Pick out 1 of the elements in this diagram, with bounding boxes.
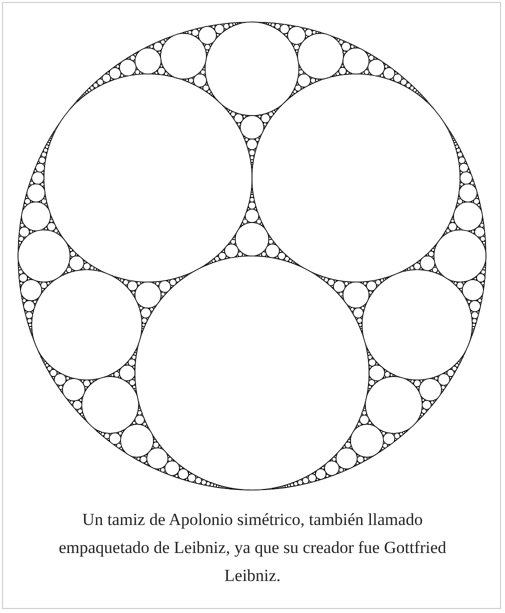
caption: Un tamiz de Apolonio simétrico, también llamado empaquetado de Leibniz, ya que su creador fue Gottfried Leibniz. xyxy=(58,509,448,587)
